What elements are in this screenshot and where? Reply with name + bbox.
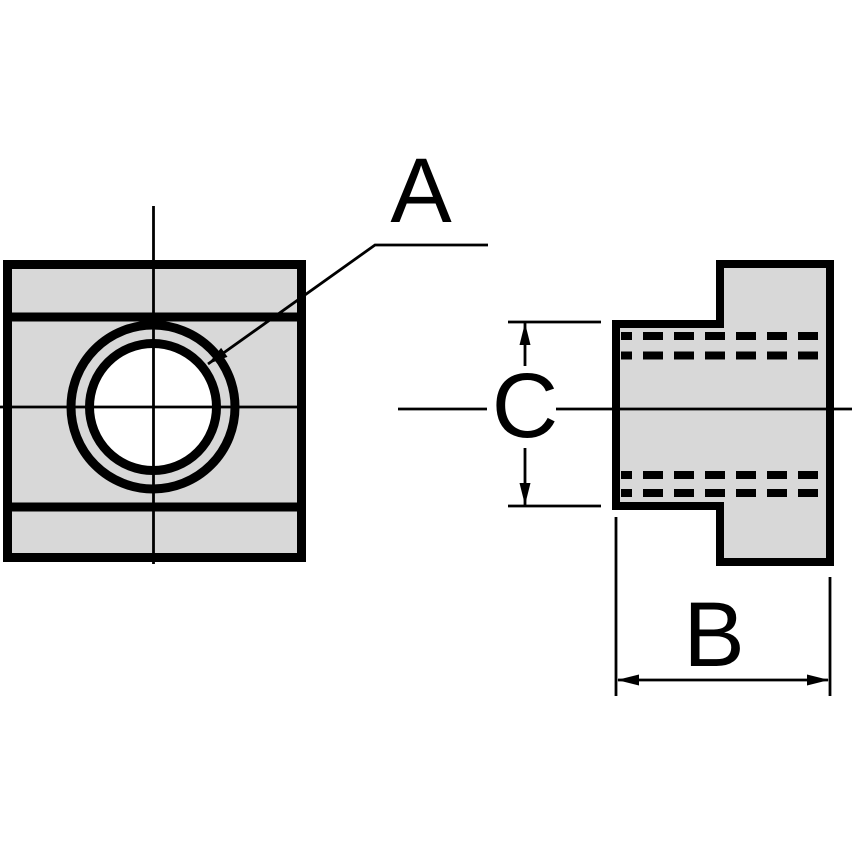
dimension-b	[614, 517, 832, 696]
label-a: A	[390, 140, 452, 242]
dimension-c-up-arrowhead-icon	[519, 323, 531, 345]
callout-a-leader	[207, 243, 488, 366]
side-view	[398, 260, 852, 566]
label-b: B	[683, 584, 745, 686]
side-view-t-profile	[612, 260, 834, 566]
front-view	[0, 206, 306, 564]
label-c: C	[491, 355, 559, 457]
dimension-b-left-arrowhead-icon	[617, 674, 639, 686]
callout-a-leader-line	[207, 243, 488, 366]
dimension-b-right-arrowhead-icon	[807, 674, 829, 686]
dimension-c-down-arrowhead-icon	[519, 483, 531, 505]
dimension-c	[508, 320, 601, 508]
callout-a-arrowhead-icon	[208, 347, 228, 364]
